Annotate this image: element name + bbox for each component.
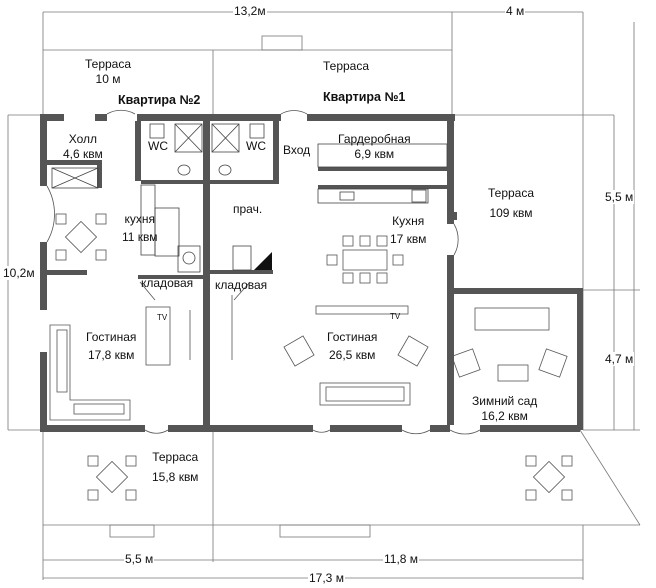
- tv-left-label: TV: [157, 313, 168, 322]
- pantry-2-label: кладовая: [141, 276, 194, 290]
- laundry-label: прач.: [233, 202, 263, 216]
- dimension-left: 10,2м: [2, 266, 36, 280]
- kitchen-1-label: Кухня 17 квм: [390, 214, 427, 246]
- entrance-label: Вход: [283, 143, 311, 157]
- laundry-machine: [254, 252, 272, 270]
- apartment-2-label: Квартира №2: [118, 93, 201, 107]
- terrace-bottom-label: Терраса 15,8 квм: [152, 450, 199, 484]
- exterior-walls: [40, 114, 583, 432]
- terrace-right-label: Терраса 109 квм: [488, 186, 535, 220]
- dimension-bottom-right: 11,8 м: [383, 552, 420, 566]
- dimension-right-upper: 5,5 м: [604, 190, 635, 204]
- terrace-top-right-label: Терраса: [323, 59, 370, 73]
- fixtures: [51, 123, 448, 273]
- pantry-1-label: кладовая: [215, 278, 268, 292]
- dimension-bottom-total: 17,3 м: [308, 571, 345, 585]
- wc-1-label: WC: [246, 139, 266, 153]
- living-1-label: Гостиная 26,5 квм: [327, 330, 378, 362]
- wc-2-label: WC: [148, 139, 168, 153]
- dimension-bottom-left: 5,5 м: [124, 552, 155, 566]
- wardrobe-label: Гардеробная 6,9 квм: [338, 132, 411, 161]
- apartment-1-label: Квартира №1: [323, 90, 406, 104]
- interior-walls: [47, 121, 457, 425]
- dimension-right-lower: 4,7 м: [604, 352, 635, 366]
- furniture: [46, 109, 573, 501]
- winter-garden-label: Зимний сад 16,2 квм: [472, 394, 538, 423]
- dimension-top-left: 13,2м: [233, 4, 267, 18]
- kitchen-2-label: кухня 11 квм: [122, 212, 158, 244]
- dimension-top-right: 4 м: [505, 4, 526, 18]
- tv-right-label: TV: [390, 312, 401, 321]
- terrace-top-left-label: Терраса 10 м: [85, 57, 132, 86]
- hall-label: Холл 4,6 квм: [63, 132, 103, 161]
- living-2-label: Гостиная 17,8 квм: [86, 330, 137, 362]
